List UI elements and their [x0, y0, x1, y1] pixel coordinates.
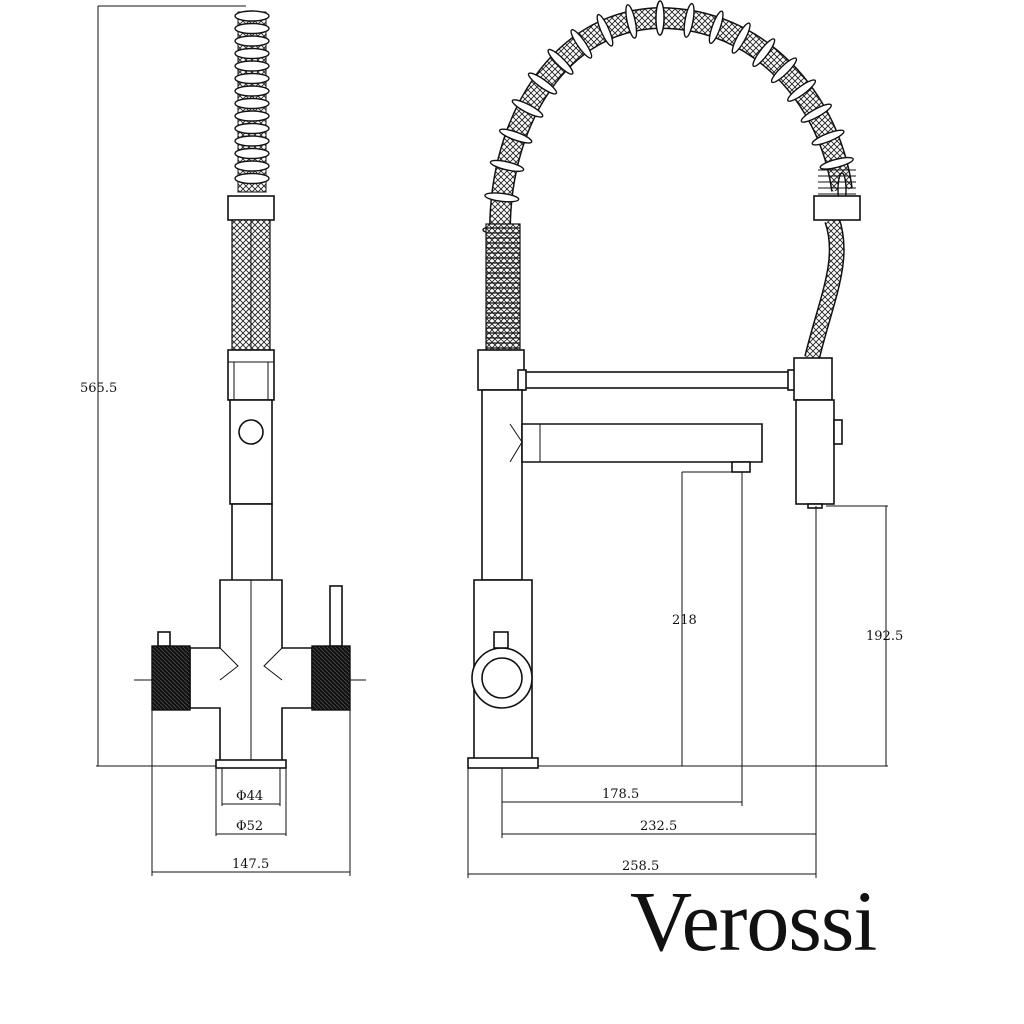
spring-coil	[800, 103, 832, 123]
dim-overall-depth: 258.5	[622, 859, 659, 874]
dim-spout-height: 218	[672, 613, 697, 628]
side-top-connector	[477, 349, 525, 391]
spring-coil	[511, 99, 544, 118]
spring-coil	[234, 97, 270, 110]
spring-coil	[234, 85, 270, 97]
spring-coil	[708, 10, 724, 45]
spring-coil	[234, 47, 270, 60]
spring-coil	[234, 160, 270, 172]
side-view: 218 192.5 178.5 232.5 258.5	[467, 0, 903, 878]
spring-coil	[234, 35, 270, 47]
dim-spray-reach: 232.5	[640, 819, 677, 834]
side-spout	[521, 423, 763, 463]
side-column	[481, 389, 523, 581]
dim-overall-height: 565.5	[80, 381, 117, 396]
spring-coil	[234, 110, 270, 122]
spring-coil	[234, 147, 270, 160]
side-spray-head	[795, 399, 835, 505]
front-spray-connector	[227, 349, 275, 401]
spring-coil	[234, 172, 270, 185]
spring-coil	[498, 128, 533, 144]
spring-coil	[527, 72, 558, 95]
spring-coil	[234, 22, 270, 35]
side-hose-collar	[813, 195, 861, 221]
side-arch-spring	[482, 0, 854, 235]
side-base	[467, 757, 539, 769]
spring-coil	[811, 129, 845, 146]
side-spray-connector	[793, 357, 833, 401]
spring-coil	[786, 79, 817, 102]
dim-base-outer-diameter: Φ52	[236, 819, 263, 834]
front-spring	[234, 10, 270, 193]
spring-coil	[234, 10, 270, 22]
spring-coil	[655, 0, 665, 36]
side-holder-arm	[523, 371, 797, 389]
spring-coil	[570, 29, 593, 59]
dim-spout-reach: 178.5	[602, 787, 639, 802]
spring-coil	[596, 13, 614, 47]
spring-coil	[683, 2, 695, 38]
front-upper-tube	[231, 503, 273, 583]
front-left-handle	[151, 645, 191, 711]
spring-coil	[752, 38, 776, 68]
side-aerator	[731, 461, 751, 473]
spring-coil	[489, 159, 525, 173]
dim-spray-height: 192.5	[866, 629, 903, 644]
spring-coil	[234, 60, 270, 72]
spring-coil	[819, 156, 854, 170]
dim-base-inner-diameter: Φ44	[236, 789, 263, 804]
brand-logo: Verossi	[630, 873, 877, 969]
spring-coil	[770, 57, 798, 84]
spring-coil	[234, 135, 270, 147]
front-spring-collar	[227, 195, 275, 221]
spring-coil	[234, 122, 270, 135]
dim-front-width: 147.5	[232, 857, 269, 872]
front-right-handle	[311, 645, 351, 711]
spring-coil	[625, 4, 638, 39]
spring-coil	[234, 72, 270, 85]
front-view: 565.5	[80, 5, 366, 876]
spring-coil	[731, 22, 751, 54]
front-spray-button	[238, 419, 264, 445]
spring-coil	[484, 192, 520, 203]
front-base	[215, 759, 287, 769]
spring-coil	[547, 48, 574, 75]
side-handle-inner	[481, 657, 523, 699]
front-spray-head	[229, 399, 273, 505]
